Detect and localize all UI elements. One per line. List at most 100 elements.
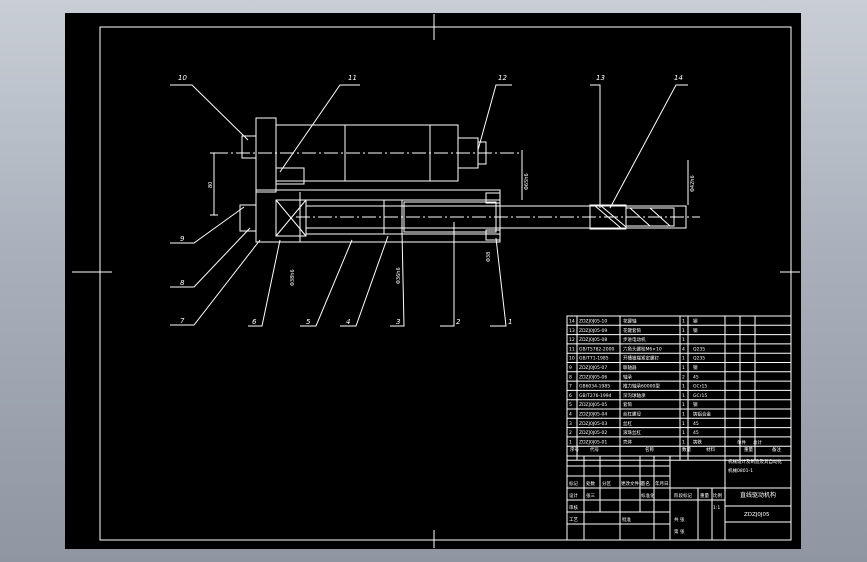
tb-designer: 张三 — [586, 492, 595, 499]
bom-header-code: 代号 — [590, 446, 599, 453]
part-label-10: 10 — [178, 74, 187, 82]
bom-cell-code: GB/T71-1985 — [579, 356, 609, 362]
bom-cell-qty: 1 — [682, 439, 685, 445]
bom-cell-material: 铸铁 — [693, 438, 702, 445]
bom-cell-name: 六角头螺栓M6×10 — [623, 345, 662, 352]
bom-cell-code: ZDZJ0J05-08 — [579, 337, 607, 343]
dim-label-left: 80 — [208, 182, 214, 188]
tb-doc-no: 更改文件号 — [621, 480, 644, 487]
part-label-14: 14 — [674, 74, 683, 82]
dim-label-motor: Φ65h6 — [524, 173, 530, 190]
bom-header-single: 单件 — [737, 439, 746, 446]
bom-cell-code: ZDZJ0J05-06 — [579, 374, 607, 380]
bom-cell-qty: 1 — [682, 402, 685, 408]
bom-cell-no: 13 — [569, 328, 575, 334]
bom-cell-no: 8 — [569, 374, 572, 380]
title-school: 机械设计及制造及其自动化 — [728, 458, 782, 465]
bom-cell-no: 7 — [569, 384, 572, 390]
bom-cell-qty: 1 — [682, 319, 685, 325]
bom-cell-qty: 1 — [682, 337, 685, 343]
part-label-8: 8 — [180, 279, 185, 287]
tb-process: 工艺 — [569, 517, 578, 523]
bom-cell-code: GB/T5782-2000 — [579, 346, 615, 352]
bom-cell-qty: 1 — [682, 421, 685, 427]
bom-cell-code: ZDZJ0J05-04 — [579, 412, 607, 418]
part-label-3: 3 — [396, 318, 400, 326]
bom-cell-qty: 1 — [682, 356, 685, 362]
tb-scale-value: 1:1 — [713, 505, 720, 511]
ball-screw — [296, 199, 700, 235]
bom-header-name: 名称 — [645, 446, 654, 453]
bom-cell-material: 铸铝合金 — [693, 411, 711, 418]
part-label-2: 2 — [456, 318, 461, 326]
bom-cell-code: ZDZJ0J05-09 — [579, 328, 607, 334]
spline-shaft — [589, 204, 675, 230]
bom-cell-material: 45 — [693, 374, 699, 380]
bom-header-material: 材料 — [706, 446, 715, 453]
bom-header-qty: 数量 — [682, 446, 691, 453]
bom-cell-material: GCr15 — [693, 393, 707, 399]
bom-cell-qty: 4 — [682, 346, 685, 352]
tb-design: 设计 — [569, 492, 578, 499]
bom-header-no: 序号 — [570, 446, 579, 453]
tb-mark: 标记 — [569, 480, 578, 487]
bom-cell-qty: 1 — [682, 384, 685, 390]
dim-label-bottom-c: Φ38 — [486, 252, 492, 262]
tb-weight: 重量 — [700, 492, 709, 499]
bom-cell-no: 6 — [569, 393, 572, 399]
bom-cell-no: 14 — [569, 319, 575, 325]
tb-standard: 标准化 — [641, 492, 655, 499]
bom-cell-material: 钢 — [693, 401, 698, 408]
tb-sheet-no: 第 张 — [674, 528, 685, 535]
part-label-9: 9 — [180, 235, 185, 243]
bom-cell-qty: 1 — [682, 393, 685, 399]
bom-table — [566, 315, 792, 461]
tb-count: 处数 — [586, 480, 595, 487]
part-label-5: 5 — [306, 318, 311, 326]
bom-cell-name: 滚珠丝杠 — [623, 429, 641, 436]
tb-date: 年月日 — [655, 480, 669, 487]
part-label-12: 12 — [498, 74, 507, 82]
dim-label-bottom-a: Φ38h6 — [290, 269, 296, 286]
dimension-left — [210, 152, 218, 216]
motor-flange — [241, 117, 305, 193]
bom-cell-name: 套筒 — [623, 401, 632, 408]
part-label-1: 1 — [508, 318, 512, 326]
bom-cell-qty: 1 — [682, 365, 685, 371]
part-label-11: 11 — [348, 74, 357, 82]
bom-cell-qty: 1 — [682, 430, 685, 436]
tb-sheet-total: 共 张 — [674, 516, 685, 523]
bom-cell-no: 1 — [569, 439, 572, 445]
bom-cell-no: 3 — [569, 421, 572, 427]
bom-cell-no: 12 — [569, 337, 575, 343]
drawing-sheet — [65, 13, 801, 549]
bom-cell-name: 推力轴承60000型 — [623, 383, 660, 390]
bom-cell-name: 花键套筒 — [623, 327, 641, 334]
bom-cell-name: 轴承 — [623, 373, 632, 380]
bom-cell-no: 4 — [569, 412, 572, 418]
dim-label-right: Φ42h6 — [690, 175, 696, 192]
bom-cell-code: GB/T276-1994 — [579, 393, 612, 399]
bom-cell-material: Q235 — [693, 346, 705, 352]
bom-cell-no: 5 — [569, 402, 572, 408]
part-label-4: 4 — [346, 318, 350, 326]
title-block — [566, 455, 792, 541]
bom-cell-name: 深沟球轴承 — [623, 392, 646, 399]
bom-cell-code: ZDZJ0J05-03 — [579, 421, 607, 427]
bom-cell-material: 钢 — [693, 327, 698, 334]
tb-approve: 批准 — [622, 516, 631, 523]
bom-frame — [566, 315, 792, 461]
bom-header-total: 总计 — [753, 439, 762, 446]
tb-sign: 签名 — [641, 480, 650, 487]
tb-scale: 比例 — [713, 492, 722, 499]
part-label-13: 13 — [596, 74, 605, 82]
bom-cell-name: 丝杠 — [623, 420, 632, 427]
bom-cell-material: Q235 — [693, 356, 705, 362]
housing — [239, 189, 501, 243]
bom-cell-name: 丝杠螺母 — [623, 411, 641, 418]
bom-cell-material: 钢 — [693, 364, 698, 371]
bom-cell-name: 壳体 — [623, 438, 632, 445]
tb-stage: 阶段标记 — [674, 492, 692, 499]
